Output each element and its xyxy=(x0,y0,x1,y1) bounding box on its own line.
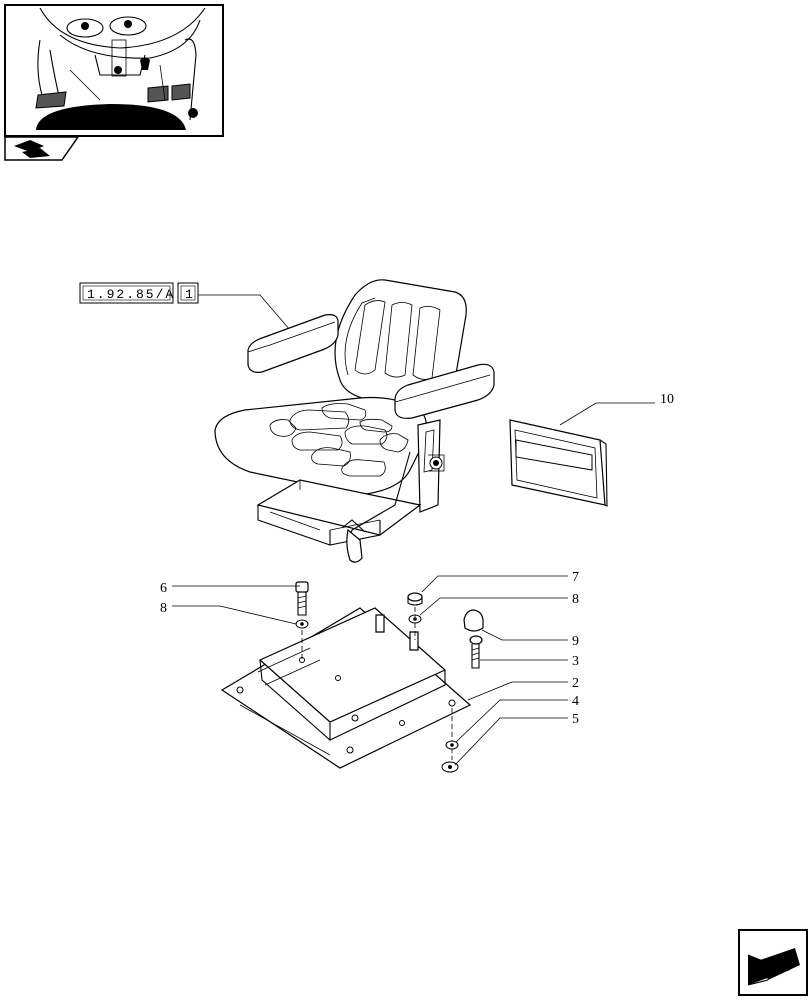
callout-6: 6 xyxy=(160,581,167,596)
reference-index: 1 xyxy=(185,287,195,302)
part-9-cap xyxy=(463,609,484,632)
callout-9: 9 xyxy=(572,634,579,649)
seat-mounting-base xyxy=(220,607,472,769)
leader-line xyxy=(559,402,655,426)
callout-8: 8 xyxy=(572,592,579,607)
callout-10: 10 xyxy=(660,392,674,407)
callout-4: 4 xyxy=(572,694,579,709)
callout-3: 3 xyxy=(572,654,579,669)
leader-line xyxy=(198,294,291,331)
callout-8: 8 xyxy=(160,601,167,616)
reference-label[interactable]: 1.92.85/A 1 xyxy=(79,282,199,304)
part-10-plate xyxy=(509,419,608,507)
callout-5: 5 xyxy=(572,712,579,727)
next-page-arrow-icon[interactable] xyxy=(738,929,808,996)
callout-7: 7 xyxy=(572,570,579,585)
part-7-nut xyxy=(407,592,423,606)
tractor-cab-overview-icon[interactable] xyxy=(4,4,224,137)
callout-2: 2 xyxy=(572,676,579,691)
tractor-seat xyxy=(214,279,495,563)
reference-code: 1.92.85/A xyxy=(87,287,175,302)
part-6-bolt xyxy=(295,581,309,616)
section-book-icon[interactable] xyxy=(4,136,80,161)
part-3-bolt xyxy=(469,635,483,669)
